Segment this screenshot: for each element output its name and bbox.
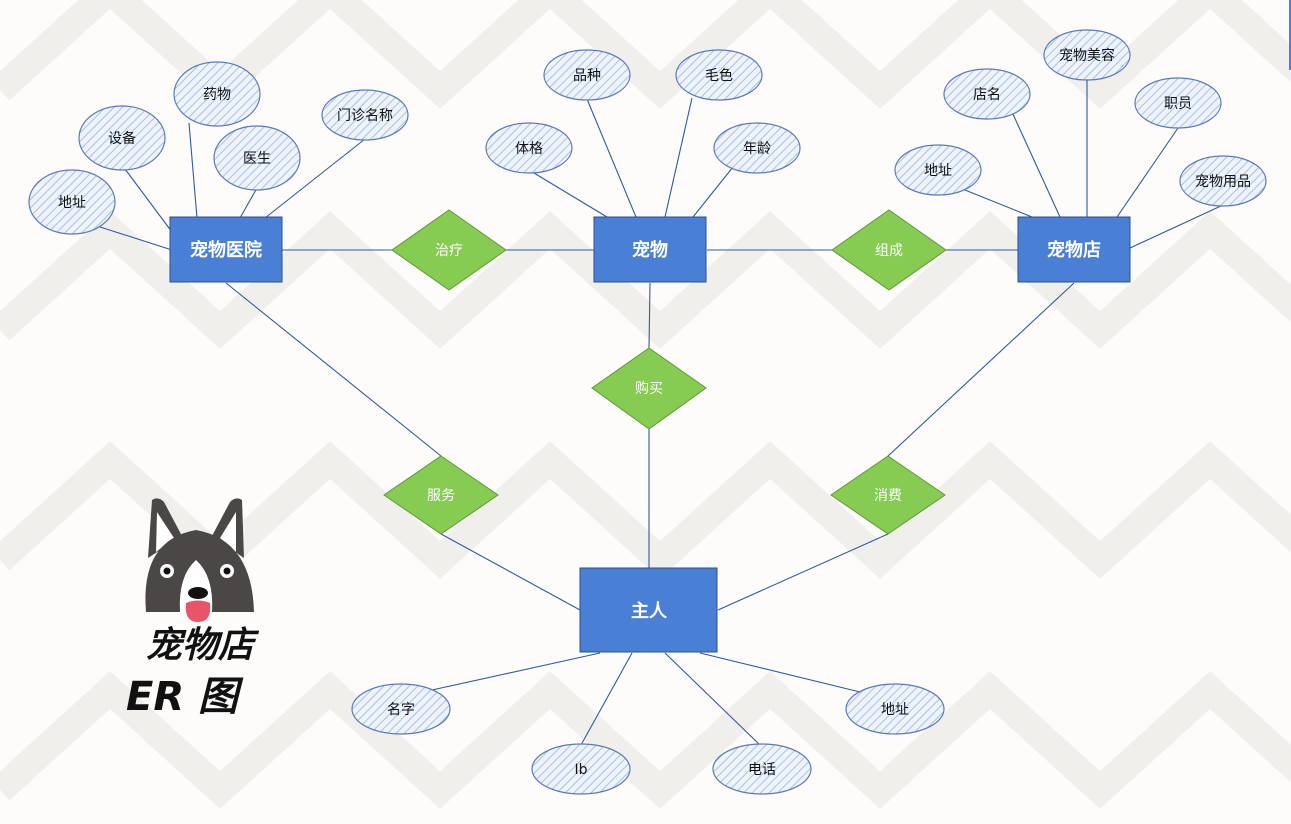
attribute-hospital-clinic-name[interactable]: 门诊名称 xyxy=(321,89,409,141)
entity-store[interactable]: 宠物店 xyxy=(1017,216,1131,283)
attribute-label: 设备 xyxy=(108,130,136,147)
edge-pet-breed xyxy=(586,98,637,218)
attribute-label: 地址 xyxy=(881,702,909,718)
attribute-hospital-medicine[interactable]: 药物 xyxy=(173,61,261,127)
attribute-hospital-address[interactable]: 地址 xyxy=(28,169,116,235)
edge-consume-owner xyxy=(717,533,889,611)
dog-face-icon xyxy=(145,498,254,622)
relation-compose-label: 组成 xyxy=(875,243,903,259)
edge-store-name xyxy=(1011,111,1061,218)
attribute-label: 药物 xyxy=(203,87,231,103)
relation-compose[interactable]: 组成 xyxy=(831,209,947,291)
edge-owner-phone xyxy=(664,652,761,746)
entity-owner-label: 主人 xyxy=(631,600,668,622)
branding-title-line1: 宠物店 xyxy=(146,625,260,666)
edge-hospital-address xyxy=(96,225,173,251)
relation-consume[interactable]: 消费 xyxy=(830,455,946,535)
attribute-pet-build[interactable]: 体格 xyxy=(485,122,573,174)
edge-owner-name xyxy=(431,652,601,691)
edge-hospital-equipment xyxy=(121,164,173,233)
relation-service[interactable]: 服务 xyxy=(383,455,499,535)
attribute-store-staff[interactable]: 职员 xyxy=(1134,77,1222,129)
attribute-label: 年龄 xyxy=(743,141,771,157)
attribute-owner-address[interactable]: 地址 xyxy=(845,683,945,735)
edge-hospital-medicine xyxy=(188,122,198,219)
attribute-hospital-equipment[interactable]: 设备 xyxy=(78,105,166,171)
edge-pet-build xyxy=(528,169,608,218)
attribute-label: 名字 xyxy=(387,702,415,718)
attribute-store-address[interactable]: 地址 xyxy=(894,144,982,196)
attribute-label: 体格 xyxy=(515,141,543,157)
edge-hospital-clinic-name xyxy=(264,138,366,219)
edge-owner-address xyxy=(699,652,861,693)
attribute-label: Ib xyxy=(574,762,587,778)
attribute-label: 地址 xyxy=(924,163,952,179)
attribute-label: 品种 xyxy=(573,68,601,84)
attribute-label: 店名 xyxy=(973,87,1001,103)
edge-pet-buy xyxy=(648,282,651,349)
entity-hospital[interactable]: 宠物医院 xyxy=(169,216,283,283)
attribute-label: 毛色 xyxy=(705,67,733,84)
attribute-hospital-doctor[interactable]: 医生 xyxy=(213,125,301,191)
entity-store-label: 宠物店 xyxy=(1047,239,1101,261)
edge-hospital-service xyxy=(225,282,442,457)
entity-pet[interactable]: 宠物 xyxy=(593,216,707,283)
branding-title-line2: ER 图 xyxy=(126,674,244,720)
relation-service-label: 服务 xyxy=(427,488,455,504)
entity-pet-label: 宠物 xyxy=(632,239,668,261)
edge-store-supplies xyxy=(1129,204,1224,249)
edge-pet-age xyxy=(692,166,734,218)
attribute-label: 宠物美容 xyxy=(1059,47,1115,64)
attribute-store-supplies[interactable]: 宠物用品 xyxy=(1179,155,1267,207)
attribute-label: 门诊名称 xyxy=(337,108,393,124)
attribute-pet-breed[interactable]: 品种 xyxy=(543,49,631,101)
attribute-pet-age[interactable]: 年龄 xyxy=(713,122,801,174)
attribute-store-grooming[interactable]: 宠物美容 xyxy=(1043,29,1131,81)
attribute-label: 职员 xyxy=(1164,96,1192,112)
attribute-label: 地址 xyxy=(58,195,86,211)
attribute-store-name[interactable]: 店名 xyxy=(943,68,1031,120)
edges xyxy=(96,76,1224,746)
edge-store-staff xyxy=(1116,127,1179,218)
attribute-label: 宠物用品 xyxy=(1195,174,1251,190)
edge-pet-color xyxy=(664,97,693,218)
edge-service-owner xyxy=(440,533,581,611)
edge-hospital-doctor xyxy=(239,187,258,219)
relation-consume-label: 消费 xyxy=(874,488,902,504)
attribute-owner-name[interactable]: 名字 xyxy=(351,683,451,735)
entity-owner[interactable]: 主人 xyxy=(579,567,718,653)
attribute-owner-id[interactable]: Ib xyxy=(531,743,631,795)
attribute-owner-phone[interactable]: 电话 xyxy=(712,743,812,795)
edge-store-address xyxy=(959,187,1033,218)
attribute-pet-color[interactable]: 毛色 xyxy=(675,49,763,101)
relation-treat[interactable]: 治疗 xyxy=(391,209,507,291)
relation-buy[interactable]: 购买 xyxy=(591,347,707,430)
relation-treat-label: 治疗 xyxy=(435,243,463,259)
attribute-label: 电话 xyxy=(748,762,776,778)
edge-store-consume xyxy=(887,282,1075,457)
attribute-label: 医生 xyxy=(243,151,271,167)
right-edge-accent xyxy=(1289,0,1291,70)
relation-buy-label: 购买 xyxy=(635,381,663,397)
entity-hospital-label: 宠物医院 xyxy=(190,239,262,261)
edge-owner-id xyxy=(580,652,633,746)
